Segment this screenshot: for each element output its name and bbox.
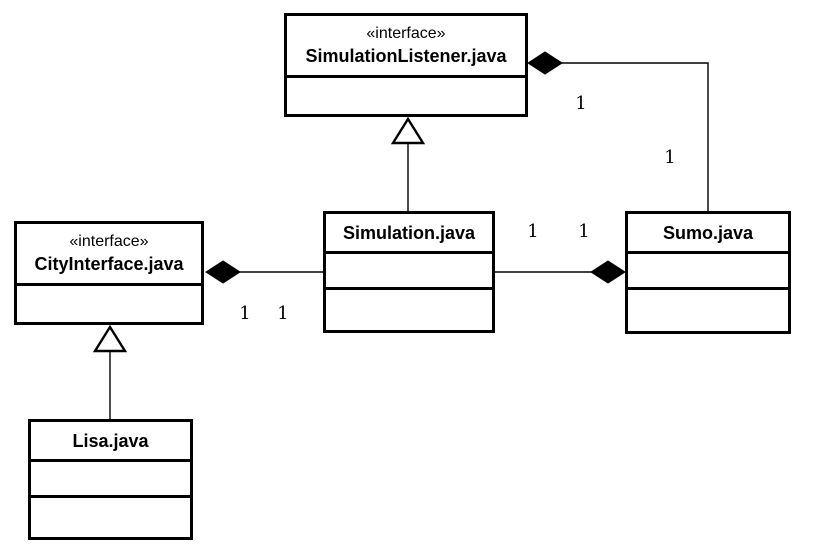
composition-simulation-sumo [495,260,626,284]
multiplicity-label: 1 [578,221,590,242]
composition-simulationlistener-sumo [527,51,709,211]
multiplicity-label: 1 [664,147,676,168]
composition-diamond-icon [590,260,626,284]
class-name: Simulation.java [342,222,476,243]
class-box-simulationlistener: «interface» SimulationListener.java [284,13,528,117]
stereotype-label: «interface» [366,24,446,42]
composition-diamond-icon [527,51,563,75]
class-box-cityinterface: «interface» CityInterface.java [14,221,204,325]
realization-lisa-to-cityinterface [92,324,128,419]
class-header: Sumo.java [628,214,788,254]
multiplicity-label: 1 [527,221,539,242]
realization-arrow-icon [390,116,426,145]
empty-compartment [287,78,525,114]
class-header: Lisa.java [31,422,190,462]
class-name: CityInterface.java [34,253,184,274]
empty-compartment [628,290,788,331]
class-name: SimulationListener.java [305,45,507,66]
empty-compartment [326,254,492,290]
class-box-lisa: Lisa.java [28,419,193,540]
class-name: Lisa.java [72,430,149,451]
class-header: Simulation.java [326,214,492,254]
realization-simulation-to-simulationlistener [390,116,426,211]
empty-compartment [31,498,190,537]
composition-diamond-icon [205,260,241,284]
empty-compartment [31,462,190,498]
class-header: «interface» SimulationListener.java [287,16,525,78]
class-box-sumo: Sumo.java [625,211,791,334]
class-box-simulation: Simulation.java [323,211,495,333]
class-header: «interface» CityInterface.java [17,224,201,286]
class-name: Sumo.java [662,222,754,243]
realization-arrow-icon [92,324,128,353]
stereotype-label: «interface» [69,232,149,250]
empty-compartment [17,286,201,322]
empty-compartment [326,290,492,330]
multiplicity-label: 1 [575,93,587,114]
empty-compartment [628,254,788,290]
multiplicity-label: 1 [239,303,251,324]
composition-cityinterface-simulation [205,260,323,284]
multiplicity-label: 1 [277,303,289,324]
